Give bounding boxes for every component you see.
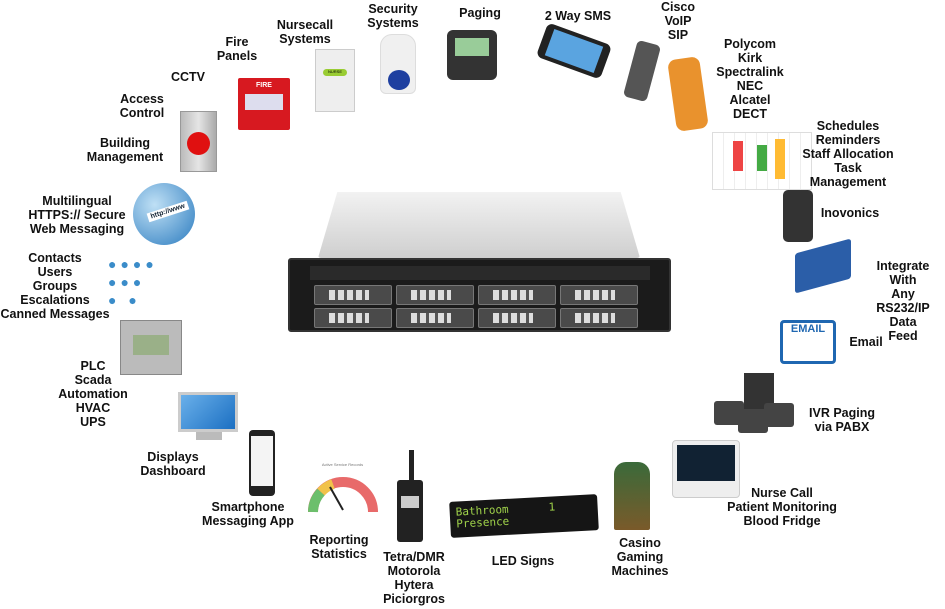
email-icon-text: EMAIL (790, 323, 826, 335)
access-button-icon (180, 111, 217, 172)
inovonics-remote-icon (783, 190, 813, 242)
label-contacts: Contacts Users Groups Escalations Canned… (0, 251, 110, 321)
gauge-title: Active Service Records (321, 462, 364, 467)
label-security: Security Systems (367, 2, 419, 30)
label-plc: PLC Scada Automation HVAC UPS (58, 359, 128, 429)
label-nursecall-monitoring: Nurse Call Patient Monitoring Blood Frid… (727, 486, 837, 528)
pabx-phones-icon (714, 373, 794, 435)
label-cisco: Cisco VoIP SIP (660, 0, 696, 42)
siren-icon (380, 34, 416, 94)
drive-bay (396, 285, 474, 305)
voip-phone-icon (622, 39, 662, 103)
monitor-icon (178, 392, 240, 444)
label-paging: Paging (459, 6, 501, 20)
led-count: 1 (548, 500, 556, 514)
gauge-chart-icon: Active Service Records (305, 462, 380, 522)
dect-phone-icon (667, 56, 709, 132)
email-icon: EMAIL (780, 320, 836, 364)
drive-bay (560, 285, 638, 305)
label-rs232: Integrate With Any RS232/IP Data Feed (876, 259, 930, 343)
users-network-icon: ●●●●●●●● ● (108, 256, 158, 308)
label-access: Access Control (119, 92, 165, 120)
drive-bay (478, 308, 556, 328)
label-dect: Polycom Kirk Spectralink NEC Alcatel DEC… (716, 37, 784, 121)
label-cctv: CCTV (170, 70, 206, 84)
nurse-button: NURSE (323, 69, 347, 76)
fire-panel-icon: FIRE (238, 78, 290, 130)
smartphone-app-icon (249, 430, 275, 496)
drive-bay (560, 308, 638, 328)
label-smartphone: Smartphone Messaging App (202, 500, 294, 528)
label-reporting: Reporting Statistics (309, 533, 369, 561)
drive-bay (396, 308, 474, 328)
label-inovonics: Inovonics (820, 206, 880, 220)
patient-monitor-icon (672, 440, 740, 498)
label-tetra: Tetra/DMR Motorola Hytera Piciorgros (383, 550, 445, 606)
label-web: Multilingual HTTPS:// Secure Web Messagi… (28, 194, 126, 236)
web-url-text: http://www (146, 200, 190, 223)
schedule-calendar-icon (712, 132, 812, 190)
label-email: Email (849, 335, 883, 349)
drive-bay (314, 308, 392, 328)
drive-bay (478, 285, 556, 305)
label-sms: 2 Way SMS (544, 9, 612, 23)
server-top-panel (318, 192, 640, 258)
label-led: LED Signs (491, 554, 555, 568)
smartphone-sms-icon (535, 22, 613, 80)
server-control-panel (310, 266, 650, 280)
pager-icon (447, 30, 497, 80)
gauge-dial (308, 477, 378, 513)
two-way-radio-icon (397, 450, 423, 542)
globe-icon: http://www (133, 183, 195, 245)
label-displays: Displays Dashboard (140, 450, 206, 478)
label-casino: Casino Gaming Machines (611, 536, 669, 578)
server-front-panel (288, 258, 671, 332)
nursecall-panel-icon: NURSE (315, 49, 355, 112)
label-building: Building Management (86, 136, 164, 164)
slot-machine-icon (614, 462, 650, 530)
plc-controller-icon (120, 320, 182, 375)
label-schedules: Schedules Reminders Staff Allocation Tas… (802, 119, 894, 189)
label-fire: Fire Panels (216, 35, 258, 63)
label-ivr: IVR Paging via PABX (809, 406, 875, 434)
serial-device-icon (795, 238, 851, 294)
label-nursecall: Nursecall Systems (276, 18, 334, 46)
drive-bay (314, 285, 392, 305)
fire-panel-text: FIRE (256, 82, 272, 89)
